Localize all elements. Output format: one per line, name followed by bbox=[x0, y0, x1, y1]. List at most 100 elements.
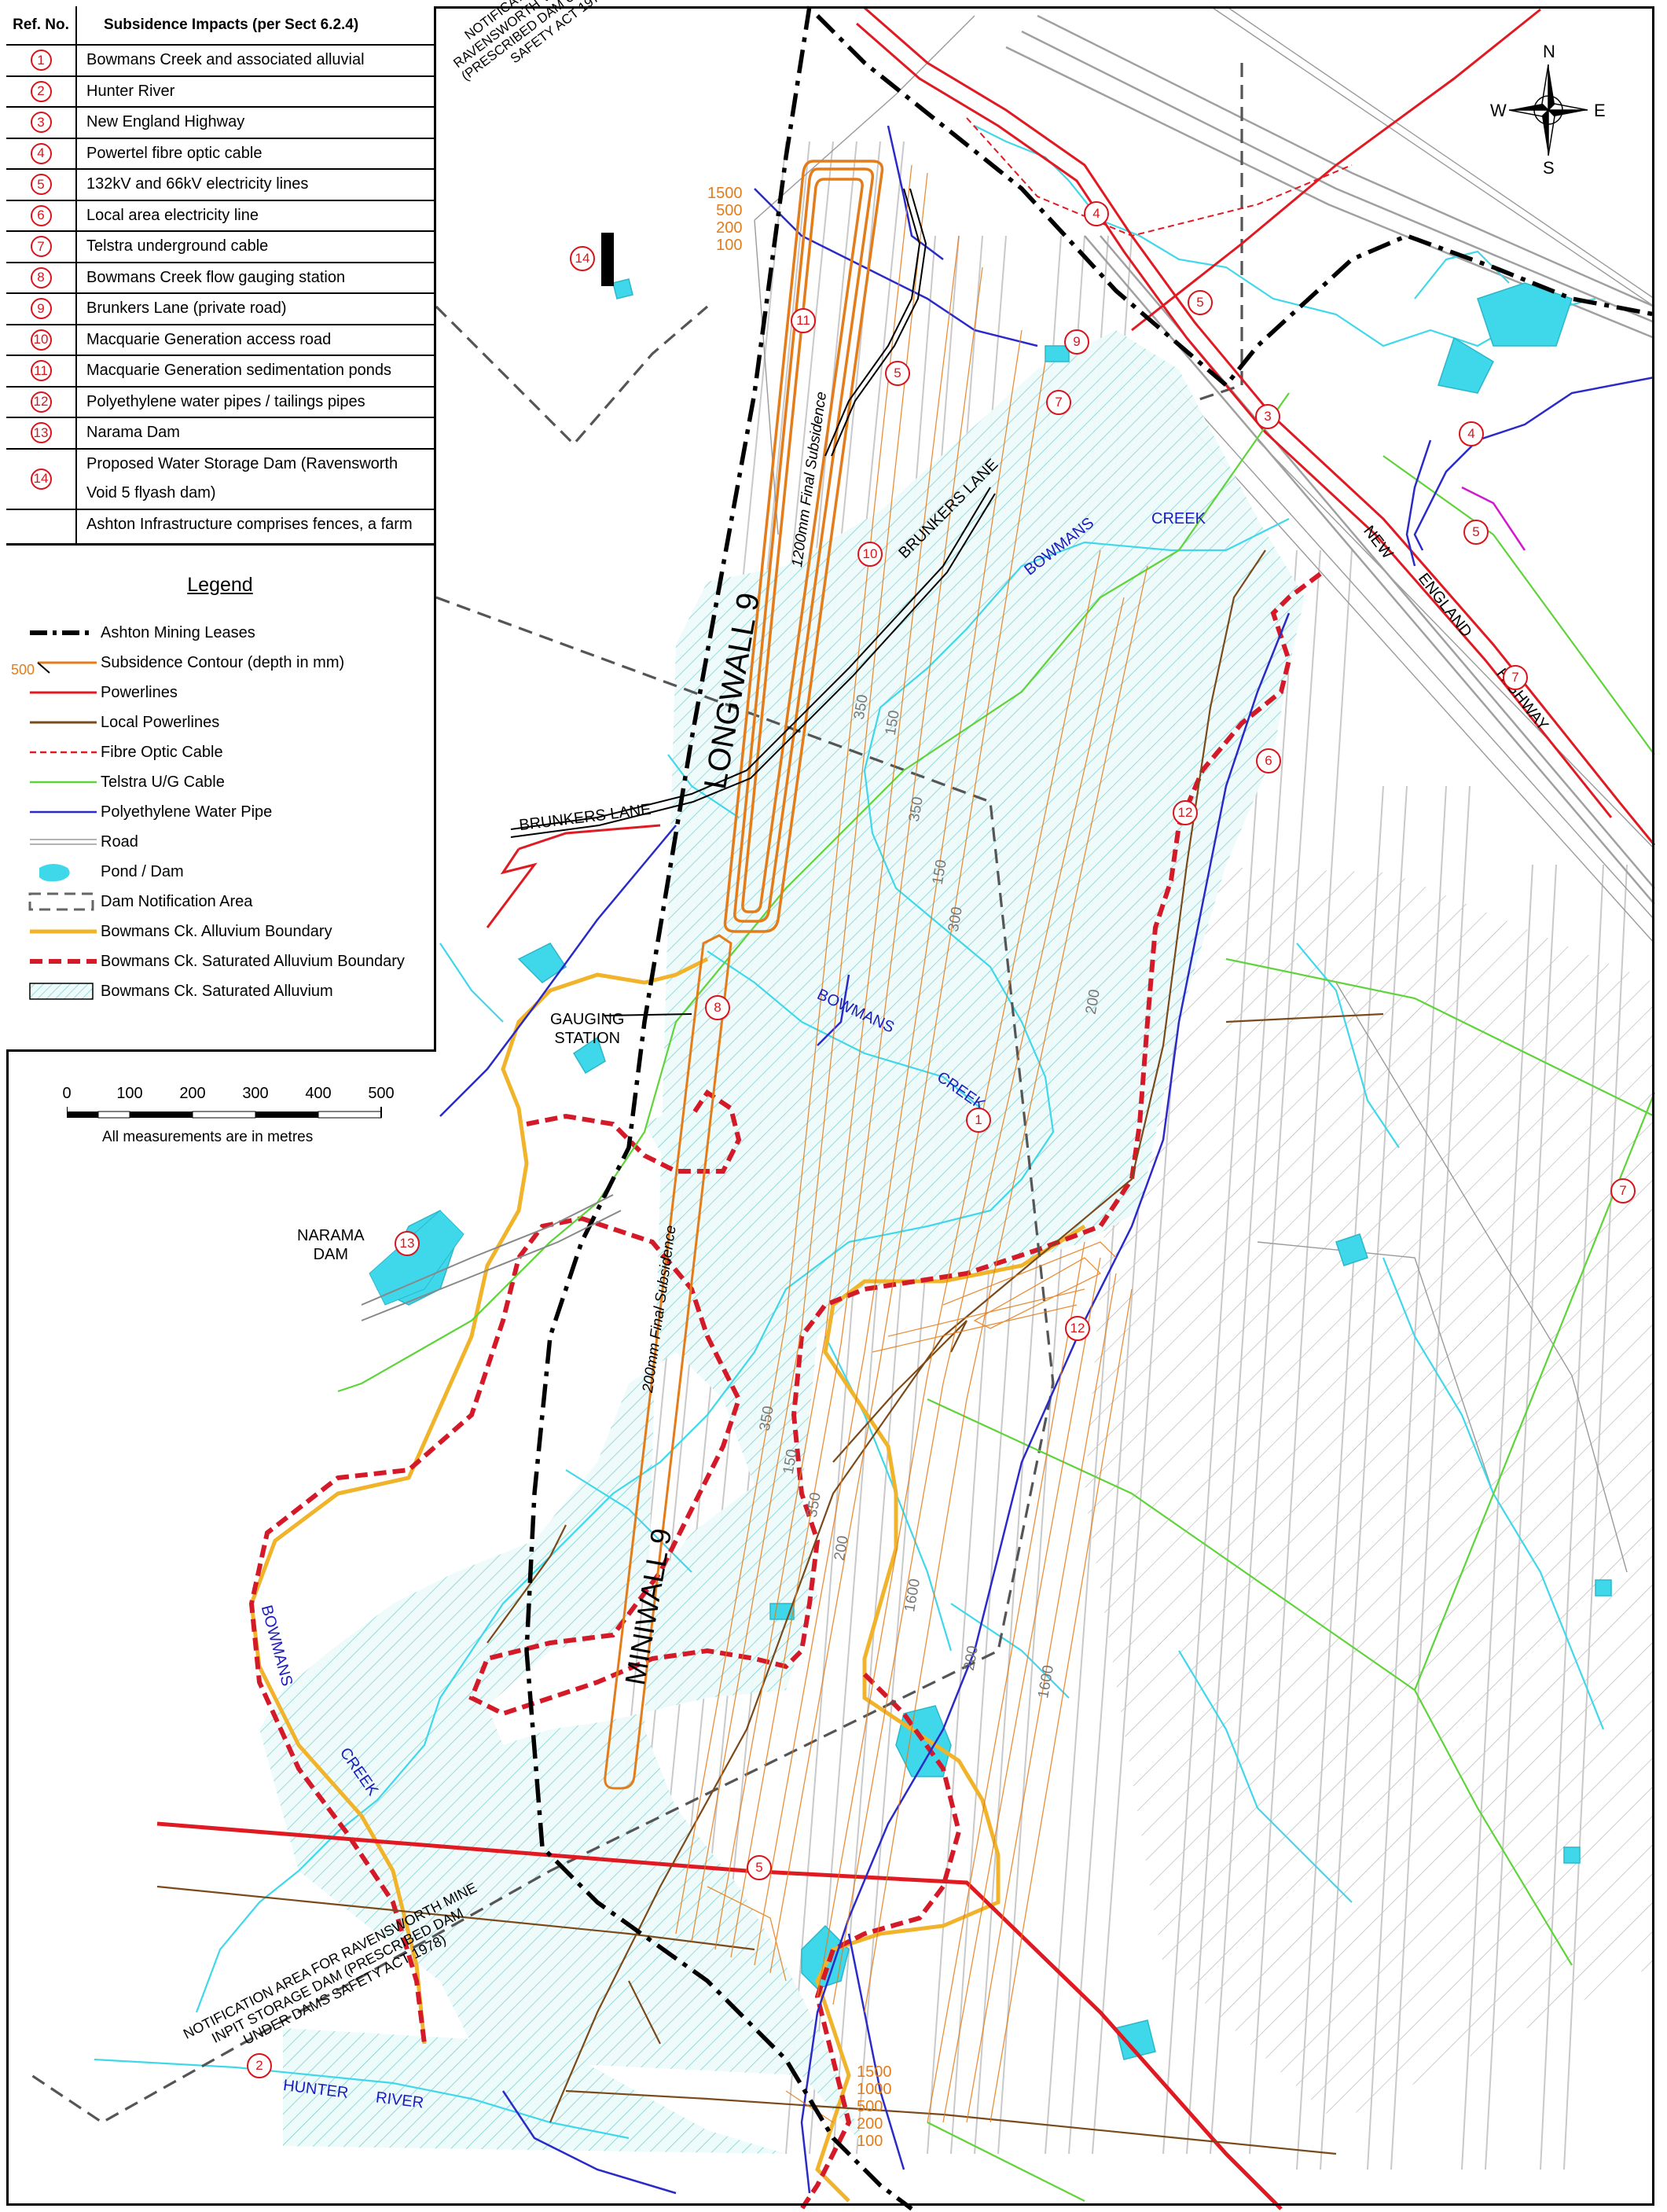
ref-number-badge: 12 bbox=[30, 391, 52, 413]
contour-label: 500 bbox=[716, 202, 743, 219]
green-line-icon bbox=[6, 767, 101, 797]
ref-number-badge: 5 bbox=[30, 174, 52, 196]
legend-label: Subsidence Contour (depth in mm) bbox=[101, 653, 345, 671]
scale-tick-label: 300 bbox=[242, 1085, 269, 1102]
impact-text: Macquarie Generation access road bbox=[86, 330, 332, 348]
water-pipes bbox=[439, 125, 1655, 2195]
contour-value: 350 bbox=[905, 796, 927, 823]
fibre-optic bbox=[966, 117, 1353, 237]
contour-label: 1500 bbox=[707, 185, 743, 202]
ref-number-badge: 7 bbox=[30, 236, 52, 258]
map-reference-marker: 3 bbox=[1255, 404, 1280, 429]
blue-line-icon bbox=[6, 797, 101, 827]
gauging-station-line: STATION bbox=[554, 1030, 621, 1047]
gauging-station-line: GAUGING bbox=[550, 1011, 625, 1028]
legend-item: Ashton Mining Leases bbox=[6, 618, 431, 648]
legend-label: Polyethylene Water Pipe bbox=[101, 803, 273, 821]
red-dashed-line-icon bbox=[6, 737, 101, 767]
impact-text: New England Highway bbox=[86, 113, 245, 131]
impact-cell: New England Highway bbox=[77, 108, 434, 138]
table-row: 14 Proposed Water Storage Dam (Ravenswort… bbox=[6, 449, 434, 510]
legend-label: Local Powerlines bbox=[101, 713, 220, 731]
notification-areas bbox=[31, 63, 1243, 2124]
contour-value: 200 bbox=[960, 1644, 982, 1672]
legend-title: Legend bbox=[187, 574, 253, 596]
ref-cell: 7 bbox=[6, 232, 77, 262]
impact-text: Hunter River bbox=[86, 82, 175, 100]
ref-number-badge: 8 bbox=[30, 266, 52, 288]
ref-number-badge: 6 bbox=[30, 204, 52, 226]
hatched-box-icon bbox=[6, 976, 101, 1006]
impact-cell: Bowmans Creek flow gauging station bbox=[77, 263, 434, 293]
contour-label: 200 bbox=[716, 219, 743, 237]
table-header: Ref. No. Subsidence Impacts (per Sect 6.… bbox=[6, 6, 434, 46]
legend-item: Bowmans Ck. Saturated Alluvium Boundary bbox=[6, 946, 431, 976]
impact-text: Macquarie Generation sedimentation ponds bbox=[86, 362, 392, 380]
ref-number-badge: 13 bbox=[30, 422, 52, 444]
map-reference-marker: 4 bbox=[1084, 201, 1109, 226]
contour-label: 500 bbox=[857, 2098, 883, 2115]
bowmans-creek-top-2: CREEK bbox=[1151, 510, 1206, 527]
contour-label: 200 bbox=[857, 2115, 883, 2133]
contour-label: 1500 bbox=[857, 2063, 892, 2081]
ref-cell: 1 bbox=[6, 46, 77, 75]
ref-cell: 8 bbox=[6, 263, 77, 292]
contour-value: 150 bbox=[929, 858, 950, 886]
legend-item: Dam Notification Area bbox=[6, 887, 431, 917]
contour-value: 300 bbox=[945, 906, 966, 933]
impact-cell: Local area electricity line bbox=[77, 201, 434, 231]
impact-text: Bowmans Creek flow gauging station bbox=[86, 268, 346, 286]
map-reference-marker: 8 bbox=[705, 995, 730, 1020]
ref-cell: 10 bbox=[6, 325, 77, 355]
impact-text: 132kV and 66kV electricity lines bbox=[86, 175, 309, 193]
legend-label: Bowmans Ck. Saturated Alluvium bbox=[101, 982, 333, 1000]
table-row: 13 Narama Dam bbox=[6, 418, 434, 450]
legend-label: Powerlines bbox=[101, 683, 178, 701]
impact-cell: Hunter River bbox=[77, 77, 434, 107]
legend-item: Fibre Optic Cable bbox=[6, 737, 431, 767]
impact-cell: Polyethylene water pipes / tailings pipe… bbox=[77, 388, 434, 417]
col-ref-header: Ref. No. bbox=[6, 6, 77, 44]
map-reference-marker: 2 bbox=[247, 2053, 272, 2078]
map-reference-marker: 5 bbox=[885, 361, 910, 386]
impact-cell: Bowmans Creek and associated alluvial bbox=[77, 46, 434, 75]
ref-number-badge: 3 bbox=[30, 112, 52, 134]
table-row: 10 Macquarie Generation access road bbox=[6, 325, 434, 356]
grey-double-line-icon bbox=[6, 827, 101, 857]
narama-dam-label: NARAMA DAM bbox=[297, 1226, 365, 1264]
ref-cell: 14 bbox=[6, 449, 77, 509]
legend-label: Fibre Optic Cable bbox=[101, 743, 223, 761]
impact-cell: Brunkers Lane (private road) bbox=[77, 294, 434, 324]
impact-cell: Macquarie Generation access road bbox=[77, 325, 434, 355]
contour-value: 350 bbox=[756, 1405, 777, 1432]
ref-cell: 11 bbox=[6, 356, 77, 386]
ref-number-badge: 11 bbox=[30, 360, 52, 382]
impact-text: Proposed Water Storage Dam (Ravensworth bbox=[86, 454, 398, 472]
saturated-alluvium-area bbox=[259, 330, 1305, 2146]
contour-value: 350 bbox=[850, 693, 872, 721]
ref-cell: 5 bbox=[6, 170, 77, 200]
east-label: E bbox=[1594, 101, 1606, 120]
impact-text: Narama Dam bbox=[86, 424, 180, 442]
ref-cell: 4 bbox=[6, 138, 77, 168]
impact-cell: Macquarie Generation sedimentation ponds bbox=[77, 356, 434, 386]
scale-tick-label: 500 bbox=[368, 1085, 395, 1102]
table-row: 12 Polyethylene water pipes / tailings pi… bbox=[6, 387, 434, 418]
ref-number-badge: 1 bbox=[30, 50, 52, 72]
legend-label: Telstra U/G Cable bbox=[101, 773, 225, 791]
impact-cell: 132kV and 66kV electricity lines bbox=[77, 170, 434, 200]
legend-item: Road bbox=[6, 827, 431, 857]
legend-label: Bowmans Ck. Alluvium Boundary bbox=[101, 922, 332, 940]
ref-cell: 6 bbox=[6, 200, 77, 230]
map-reference-marker: 12 bbox=[1173, 800, 1198, 825]
impact-text: Ashton Infrastructure comprises fences, … bbox=[86, 515, 413, 533]
grey-dashed-box-icon bbox=[6, 887, 101, 917]
legend-item: Local Powerlines bbox=[6, 707, 431, 737]
scale-note: All measurements are in metres bbox=[102, 1129, 314, 1145]
contour-labels-bottom: 1500 1000 500 200 100 bbox=[857, 2063, 892, 2150]
legend-item: Telstra U/G Cable bbox=[6, 767, 431, 797]
